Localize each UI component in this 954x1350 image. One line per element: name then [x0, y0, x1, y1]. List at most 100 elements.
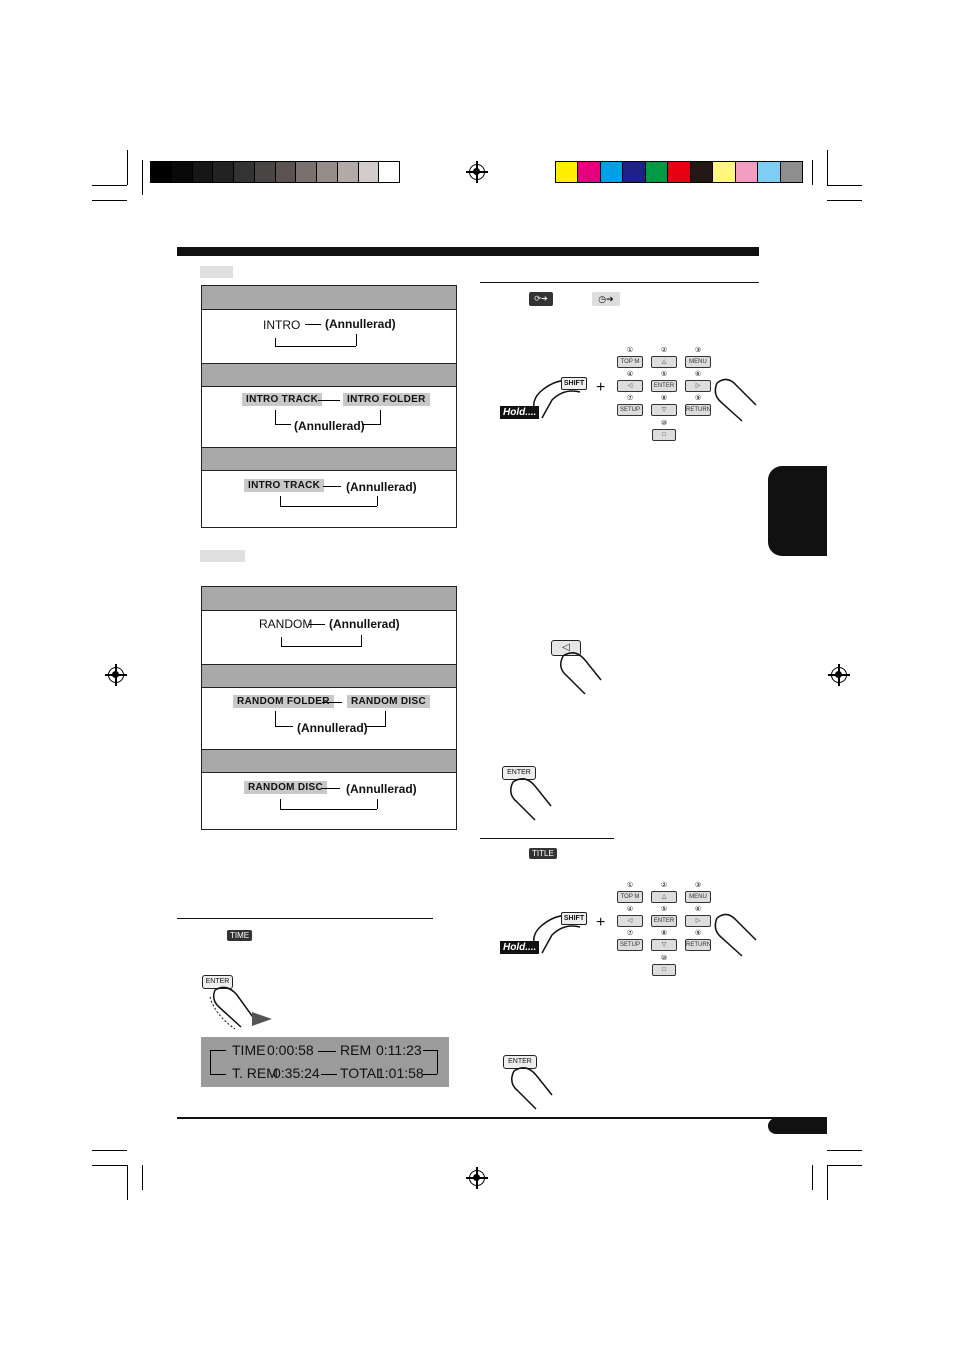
- key-number: ③: [694, 347, 702, 354]
- key-number: ①: [626, 882, 634, 889]
- finger-press-icon: [209, 986, 256, 1030]
- crop-mark: [127, 150, 128, 185]
- footer-rule: [177, 1117, 827, 1119]
- intro-track-tag: INTRO TRACK: [242, 393, 323, 406]
- random-disc-tag: RANDOM DISC: [347, 695, 430, 708]
- remote-key[interactable]: RETURN: [685, 939, 711, 951]
- color-swatch: [253, 162, 275, 182]
- random-cancel-2: (Annullerad): [297, 721, 368, 735]
- hold-label: Hold....: [500, 406, 540, 419]
- crop-mark: [827, 200, 862, 201]
- header-rule: [177, 247, 759, 256]
- remote-key[interactable]: ◁: [617, 915, 643, 927]
- intro-box-header-3: [202, 447, 456, 471]
- intro-heading-label: [200, 266, 233, 278]
- plus-sign: +: [596, 379, 606, 396]
- crop-mark: [92, 200, 127, 201]
- remote-key[interactable]: ▽: [651, 404, 677, 416]
- remote-key[interactable]: ENTER: [651, 915, 677, 927]
- remote-key[interactable]: SETUP: [617, 404, 643, 416]
- crop-mark: [142, 1165, 143, 1190]
- key-number: ①: [626, 347, 634, 354]
- crop-mark: [812, 1165, 813, 1190]
- crop-mark: [827, 1150, 862, 1151]
- color-swatch: [191, 162, 213, 182]
- remote-key[interactable]: ENTER: [651, 380, 677, 392]
- remote-key[interactable]: TOP M: [617, 356, 643, 368]
- intro-track-tag-2: INTRO TRACK: [244, 479, 325, 492]
- remote-key[interactable]: ◁: [617, 380, 643, 392]
- shift-button[interactable]: SHIFT: [561, 377, 587, 390]
- title-badge: TITLE: [529, 848, 557, 859]
- remote-key[interactable]: RETURN: [685, 404, 711, 416]
- page-number-tab: [768, 1118, 827, 1134]
- crop-mark: [827, 1165, 828, 1200]
- intro-cancel-2: (Annullerad): [294, 419, 365, 433]
- key-number: ⑩: [660, 420, 668, 427]
- color-swatch: [689, 162, 713, 182]
- color-swatch: [644, 162, 668, 182]
- color-swatch: [212, 162, 233, 182]
- color-swatch: [357, 162, 379, 182]
- remote-key[interactable]: TOP M: [617, 891, 643, 903]
- crop-mark: [827, 185, 862, 186]
- key-number: ⑥: [694, 371, 702, 378]
- left-arrow-key[interactable]: ◁: [551, 640, 581, 656]
- color-swatch: [170, 162, 192, 182]
- color-swatch: [779, 162, 802, 182]
- color-swatch: [556, 162, 578, 182]
- key-number: ⑦: [626, 930, 634, 937]
- color-swatch: [378, 162, 399, 182]
- random-folder-tag: RANDOM FOLDER: [233, 695, 334, 708]
- key-number: ⑥: [694, 906, 702, 913]
- random-cancel-3: (Annullerad): [346, 782, 417, 796]
- remote-key[interactable]: △: [651, 356, 677, 368]
- key-number: ⑧: [660, 395, 668, 402]
- remote-key[interactable]: MENU: [685, 356, 711, 368]
- remote-key[interactable]: ▷: [685, 380, 711, 392]
- crop-mark: [92, 1165, 127, 1166]
- remote-key[interactable]: ▷: [685, 915, 711, 927]
- trem-label: T. REM: [232, 1065, 278, 1081]
- registration-mark-left: [105, 664, 127, 686]
- key-number: ②: [660, 882, 668, 889]
- color-swatch: [599, 162, 623, 182]
- color-swatch: [667, 162, 690, 182]
- right-section-rule-1: [480, 282, 759, 283]
- shift-button-2[interactable]: SHIFT: [561, 912, 587, 925]
- intro-item: INTRO: [263, 318, 301, 332]
- color-swatch: [757, 162, 780, 182]
- remote-key[interactable]: MENU: [685, 891, 711, 903]
- gray-calibration-bar: [150, 161, 400, 183]
- intro-cancel: (Annullerad): [325, 317, 396, 331]
- crop-mark: [92, 185, 127, 186]
- color-swatch: [577, 162, 600, 182]
- intro-folder-tag: INTRO FOLDER: [343, 393, 430, 406]
- remote-key[interactable]: ▽: [651, 939, 677, 951]
- crop-mark: [92, 1150, 127, 1151]
- random-box-header-2: [202, 664, 456, 688]
- key-number: ⑧: [660, 930, 668, 937]
- random-heading-label: [200, 550, 245, 562]
- crop-mark: [827, 150, 828, 185]
- remote-key[interactable]: □: [652, 429, 676, 441]
- remote-key[interactable]: SETUP: [617, 939, 643, 951]
- intro-cancel-3: (Annullerad): [346, 480, 417, 494]
- key-number: ④: [626, 906, 634, 913]
- color-swatch: [295, 162, 316, 182]
- crop-mark: [827, 1165, 862, 1166]
- color-swatch: [734, 162, 758, 182]
- color-swatch: [712, 162, 735, 182]
- remote-key[interactable]: △: [651, 891, 677, 903]
- intro-box-header-2: [202, 363, 456, 387]
- title-section-rule: [480, 838, 614, 839]
- time-label: TIME: [232, 1042, 266, 1058]
- color-swatch: [316, 162, 337, 182]
- time-display-panel: TIME 0:00:58 REM 0:11:23 T. REM 0:35:24 …: [201, 1037, 449, 1087]
- enter-button[interactable]: ENTER: [502, 766, 536, 780]
- color-calibration-bar: [555, 161, 803, 183]
- remote-key[interactable]: □: [652, 964, 676, 976]
- crop-mark: [142, 160, 143, 195]
- color-swatch: [622, 162, 645, 182]
